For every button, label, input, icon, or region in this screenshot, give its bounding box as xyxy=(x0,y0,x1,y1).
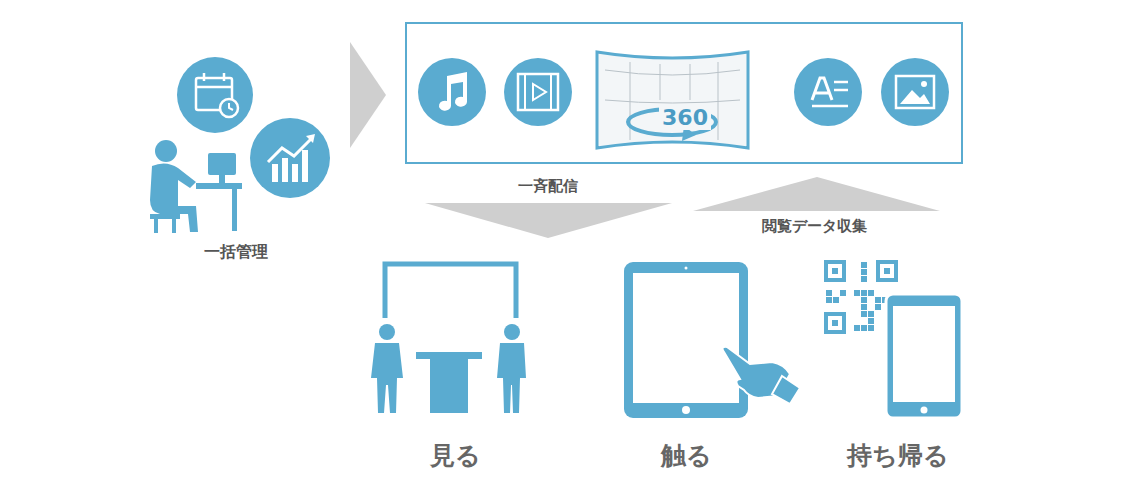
collect-wedge xyxy=(693,177,940,211)
qr-module xyxy=(826,290,832,296)
qr-module xyxy=(861,290,867,296)
content-box: 360 xyxy=(405,22,963,164)
qr-module xyxy=(861,304,867,310)
content-icons xyxy=(418,52,949,148)
qr-module xyxy=(868,325,874,331)
qr-module xyxy=(868,318,874,324)
flow-label: 一斉配信 xyxy=(518,177,578,196)
flow-chevron xyxy=(350,42,386,148)
rotation-number: 360 xyxy=(659,105,711,130)
action-label: 見る xyxy=(430,439,481,472)
qr-module xyxy=(840,290,846,296)
group-label: 一括管理 xyxy=(204,242,268,263)
flow-label: 閲覧データ収集 xyxy=(762,217,867,236)
qr-module xyxy=(854,325,860,331)
qr-module xyxy=(875,297,881,303)
qr-module xyxy=(875,304,881,310)
qr-module xyxy=(854,290,860,296)
action-label: 触る xyxy=(661,439,712,472)
distribute-wedge xyxy=(425,203,672,238)
qr-module xyxy=(868,311,874,317)
qr-module xyxy=(861,325,867,331)
qr-module xyxy=(833,297,839,303)
qr-module xyxy=(826,297,832,303)
qr-module xyxy=(861,311,867,317)
qr-module xyxy=(861,276,867,282)
signage-figure xyxy=(371,264,526,413)
qr-module xyxy=(861,269,867,275)
phone-figure xyxy=(886,294,962,418)
admin-figure xyxy=(150,57,330,233)
qr-module xyxy=(861,262,867,268)
qr-module xyxy=(868,290,874,296)
action-label: 持ち帰る xyxy=(847,439,949,472)
qr-module xyxy=(861,297,867,303)
tablet-figure xyxy=(624,262,800,418)
